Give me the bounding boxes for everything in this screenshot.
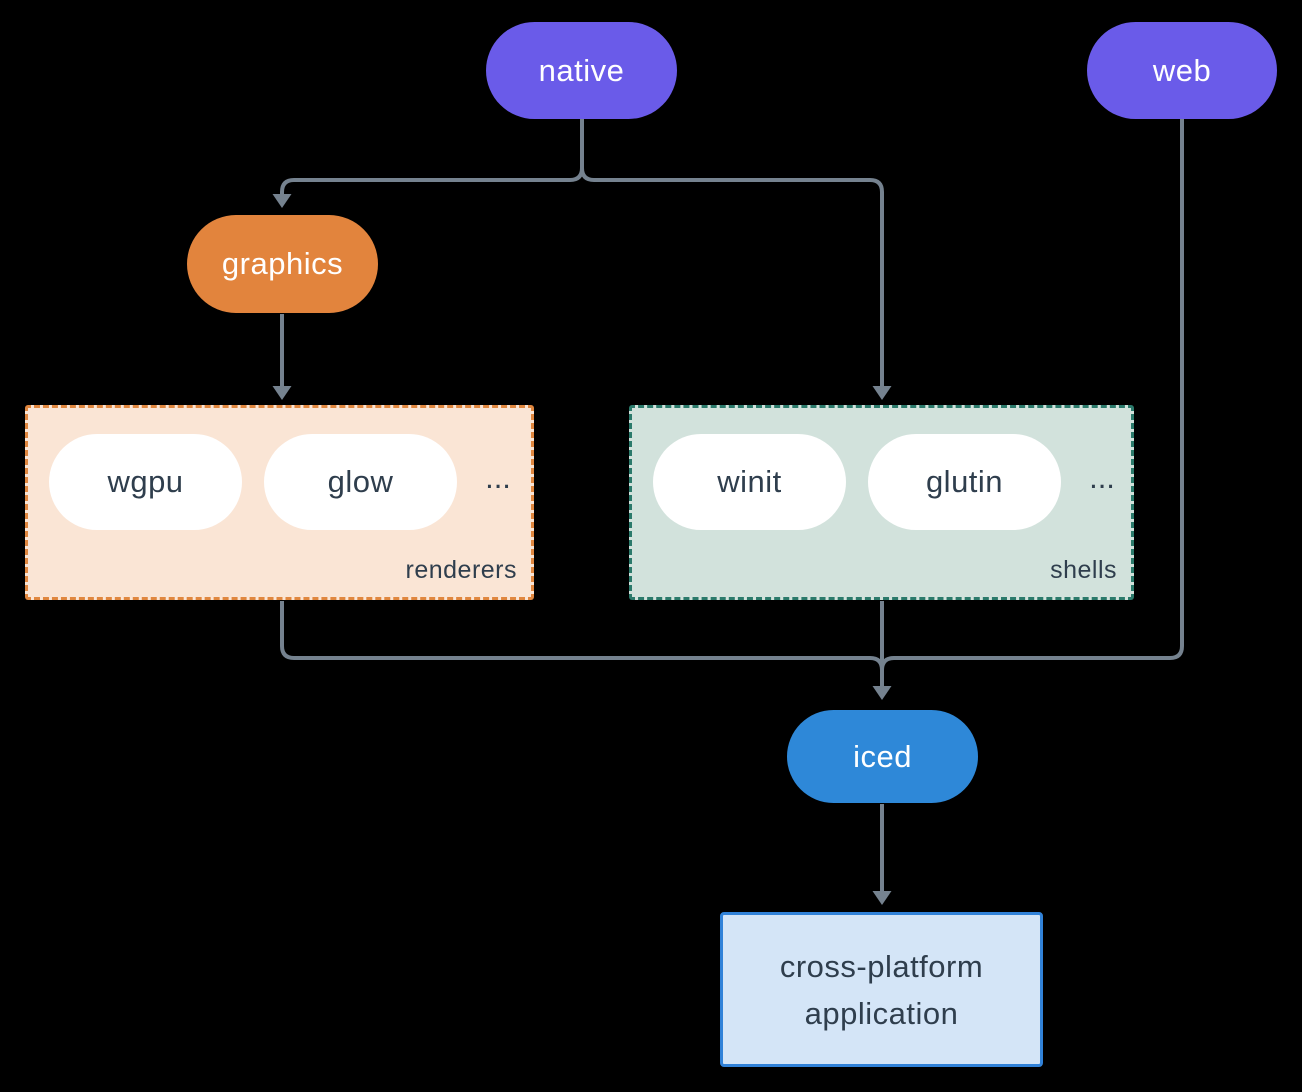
- node-iced-label: iced: [853, 738, 912, 774]
- node-glutin: glutin: [868, 434, 1061, 530]
- node-native-label: native: [538, 52, 625, 88]
- node-glow: glow: [264, 434, 457, 530]
- node-web-label: web: [1152, 52, 1212, 88]
- group-shells: winit glutin ... shells: [629, 405, 1134, 600]
- node-graphics-label: graphics: [221, 246, 344, 281]
- node-native: native: [486, 22, 677, 119]
- group-renderers: wgpu glow ... renderers: [25, 405, 534, 600]
- arrowhead-into-renderers: [272, 386, 292, 400]
- application-label-line2: application: [804, 995, 959, 1031]
- edge-native-to-graphics: [280, 119, 584, 194]
- arrowhead-into-graphics: [272, 194, 292, 208]
- edge-renderers-to-iced: [280, 601, 884, 671]
- arrowhead-into-application: [872, 891, 892, 905]
- application-label-line1: cross-platform: [779, 948, 984, 984]
- node-winit-label: winit: [717, 464, 782, 499]
- shells-ellipsis: ...: [1089, 460, 1115, 495]
- node-graphics: graphics: [187, 215, 378, 313]
- node-wgpu: wgpu: [49, 434, 242, 530]
- node-iced: iced: [787, 710, 978, 803]
- node-web: web: [1087, 22, 1277, 119]
- renderers-ellipsis: ...: [485, 460, 511, 495]
- group-shells-label: shells: [1050, 556, 1117, 584]
- node-glutin-label: glutin: [925, 464, 1004, 499]
- arrowhead-into-iced: [872, 686, 892, 700]
- node-cross-platform-application: cross-platform application: [720, 912, 1043, 1067]
- edge-native-to-shells: [580, 119, 884, 386]
- node-glow-label: glow: [327, 464, 394, 499]
- node-winit: winit: [653, 434, 846, 530]
- group-renderers-label: renderers: [405, 556, 517, 584]
- arrowhead-into-shells: [872, 386, 892, 400]
- node-wgpu-label: wgpu: [107, 464, 184, 499]
